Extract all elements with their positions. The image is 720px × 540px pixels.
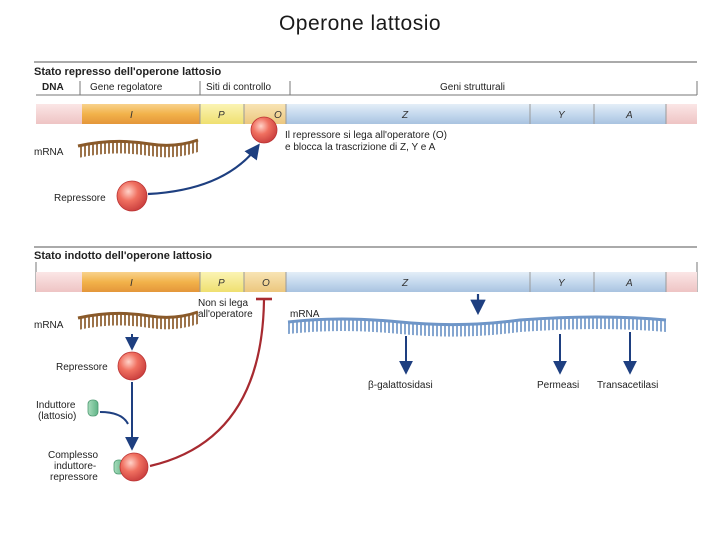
complex-repressor-icon xyxy=(119,452,149,482)
no-bind-line2: all'operatore xyxy=(198,309,253,320)
structural-genes-segment xyxy=(286,272,666,292)
gene-a-label: A xyxy=(625,278,633,289)
repressed-header: Stato represso dell'operone lattosio xyxy=(34,66,221,78)
mrna-label-right: mRNA xyxy=(290,309,320,320)
operator-segment xyxy=(244,272,286,292)
structural-genes-label: Geni strutturali xyxy=(440,82,505,93)
dna-strand-induced xyxy=(35,262,698,292)
gene-i-label: I xyxy=(130,110,133,121)
inducer-line2: (lattosio) xyxy=(38,411,76,422)
repression-note-line2: e blocca la trascrizione di Z, Y e A xyxy=(285,142,436,153)
regulator-mrna xyxy=(77,138,199,158)
gene-p-label: P xyxy=(218,278,225,289)
repressor-icon xyxy=(116,180,148,212)
gene-y-label: Y xyxy=(558,110,566,121)
promoter-segment xyxy=(200,104,244,124)
dna-label: DNA xyxy=(42,82,64,93)
gene-i-label: I xyxy=(130,278,133,289)
operator-segment xyxy=(244,104,286,124)
repression-note-line1: Il repressore si lega all'operatore (O) xyxy=(285,130,447,141)
repressor-icon xyxy=(117,351,147,381)
beta-galactosidase-label: β-galattosidasi xyxy=(368,380,433,391)
binding-arrow xyxy=(147,143,260,196)
induced-state-panel: Stato indotto dell'operone lattosio I P … xyxy=(34,246,698,483)
gene-z-label: Z xyxy=(401,278,409,289)
gene-o-label: O xyxy=(274,110,282,121)
dna-strand xyxy=(36,104,697,124)
repressor-bound-icon xyxy=(250,116,278,144)
inhibition-line xyxy=(149,299,266,468)
regulator-gene-label: Gene regolatore xyxy=(90,82,163,93)
repressor-label: Repressore xyxy=(54,193,106,204)
gene-z-label: Z xyxy=(401,110,409,121)
gene-y-label: Y xyxy=(558,278,566,289)
complex-line1: Complesso xyxy=(48,450,98,461)
induced-header: Stato indotto dell'operone lattosio xyxy=(34,250,212,262)
dna-left-spacer xyxy=(36,272,82,292)
gene-i-segment xyxy=(82,272,200,292)
structural-genes-segment xyxy=(286,104,666,124)
mrna-label-left: mRNA xyxy=(34,147,64,158)
gene-a-label: A xyxy=(625,110,633,121)
control-sites-label: Siti di controllo xyxy=(206,82,271,93)
gene-i-segment xyxy=(82,104,200,124)
inducer-icon xyxy=(87,399,99,417)
regulator-mrna-induced xyxy=(77,310,199,330)
gene-p-label: P xyxy=(218,110,225,121)
inducer-line1: Induttore xyxy=(36,400,76,411)
inducer-join-arrow xyxy=(99,411,129,425)
repressor-label: Repressore xyxy=(56,362,108,373)
repressed-state-panel: Stato represso dell'operone lattosio DNA… xyxy=(34,61,698,212)
transacetylase-label: Transacetilasi xyxy=(597,380,658,391)
dna-right-spacer xyxy=(666,272,697,292)
polycistronic-mrna xyxy=(287,315,667,337)
page-title: Operone lattosio xyxy=(278,12,442,35)
dna-right-spacer xyxy=(666,104,697,124)
complex-line2: induttore- xyxy=(54,461,96,472)
mrna-label-left: mRNA xyxy=(34,320,64,331)
region-brackets xyxy=(36,81,698,96)
dna-left-spacer xyxy=(36,104,82,124)
permease-label: Permeasi xyxy=(537,380,579,391)
promoter-segment xyxy=(200,272,244,292)
no-bind-line1: Non si lega xyxy=(198,298,248,309)
gene-o-label: O xyxy=(262,278,270,289)
complex-line3: repressore xyxy=(50,472,98,483)
